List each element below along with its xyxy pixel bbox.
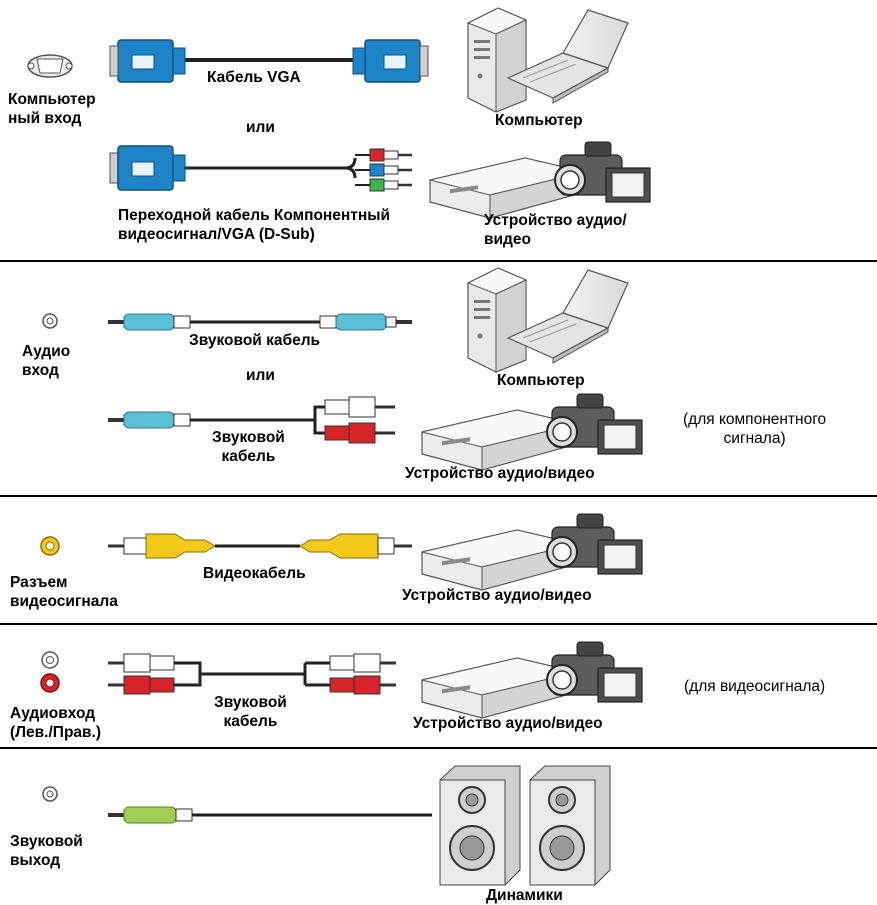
or-label: или [246, 119, 275, 136]
stereo-rca-cable-icon [108, 653, 396, 695]
cable2-label: Переходной кабель Компонентный видеосигн… [118, 207, 390, 243]
note-label: (для видеосигнала) [684, 678, 826, 695]
computer-icon-2 [467, 267, 629, 373]
device-label: Динамики [486, 887, 563, 904]
av-device-icon [429, 141, 651, 219]
speakers-icon [439, 765, 611, 886]
device2-label: Устройство аудио/ видео [484, 212, 627, 248]
cable-label: Кабель VGA [207, 69, 301, 86]
port-label: Аудиовход (Лев./Прав.) [10, 705, 102, 741]
audio-rca-cable-icon [106, 396, 395, 444]
separator [0, 623, 877, 625]
computer-icon [467, 7, 629, 113]
port-label: Аудио вход [22, 343, 71, 379]
port-label: Звуковой выход [10, 833, 83, 869]
device-label: Компьютер [495, 112, 583, 129]
speaker-cable-icon [106, 806, 432, 824]
note-label: (для компонентного сигнала) [683, 411, 827, 447]
device-label: Устройство аудио/видео [402, 587, 592, 604]
port-label: Компьютер ный вход [8, 91, 96, 127]
device2-label: Устройство аудио/видео [405, 465, 595, 482]
av-device-icon-4 [421, 641, 643, 719]
av-device-icon-3 [421, 513, 643, 591]
separator [0, 260, 877, 262]
device-label: Компьютер [497, 372, 585, 389]
cable2-label: Звуковой кабель [212, 429, 285, 465]
component-vga-cable-icon [109, 145, 412, 192]
audio-out-port-icon [42, 786, 58, 802]
separator [0, 747, 877, 749]
audio-lr-port-icon [40, 651, 60, 693]
audio-port-icon [42, 313, 58, 329]
cable-label: Звуковой кабель [189, 332, 321, 349]
audio-cable-icon [106, 313, 412, 331]
device-label: Устройство аудио/видео [413, 715, 603, 732]
or-label: или [246, 367, 275, 384]
cable-label: Звуковой кабель [214, 694, 287, 730]
port-label: Разъем видеосигнала [10, 574, 118, 610]
vga-port-icon [27, 54, 73, 78]
video-cable-icon [108, 533, 412, 559]
cable-label: Видеокабель [203, 565, 306, 582]
video-port-icon [40, 536, 60, 556]
av-device-icon-2 [421, 393, 643, 471]
separator [0, 495, 877, 497]
vga-cable-icon [109, 39, 429, 83]
